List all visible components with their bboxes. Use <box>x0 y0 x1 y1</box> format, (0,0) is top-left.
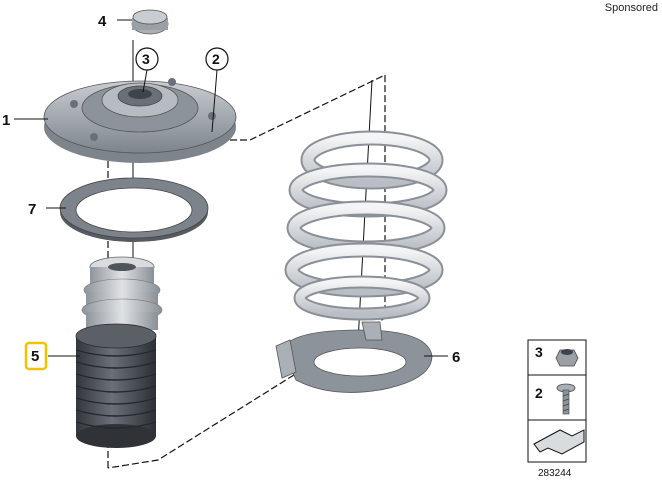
top-cap-part <box>131 9 169 35</box>
support-bearing-part <box>43 78 237 163</box>
catalog-arrow-icon <box>533 429 585 455</box>
legend-label-3: 3 <box>535 344 543 360</box>
bump-stop-part <box>75 256 163 448</box>
callout-3: 3 <box>142 51 150 67</box>
coil-spring-part <box>284 130 448 321</box>
legend-label-2: 2 <box>535 385 543 401</box>
bolt-icon <box>556 383 576 415</box>
nut-icon <box>555 349 579 367</box>
callout-7: 7 <box>28 201 36 218</box>
callout-5: 5 <box>31 348 39 365</box>
callout-4: 4 <box>98 13 107 30</box>
callout-5-highlight <box>24 341 48 371</box>
spacer-ring-part <box>59 177 209 242</box>
spring-pad-part <box>275 321 433 393</box>
callout-1: 1 <box>2 112 10 129</box>
leader-line-2 <box>211 69 218 133</box>
callout-6: 6 <box>452 349 460 366</box>
leader-line-3 <box>142 69 148 93</box>
catalog-number: 283244 <box>538 468 572 479</box>
callout-2: 2 <box>212 51 220 67</box>
sponsored-label: Sponsored <box>604 2 658 14</box>
assembly-outline <box>107 74 386 469</box>
